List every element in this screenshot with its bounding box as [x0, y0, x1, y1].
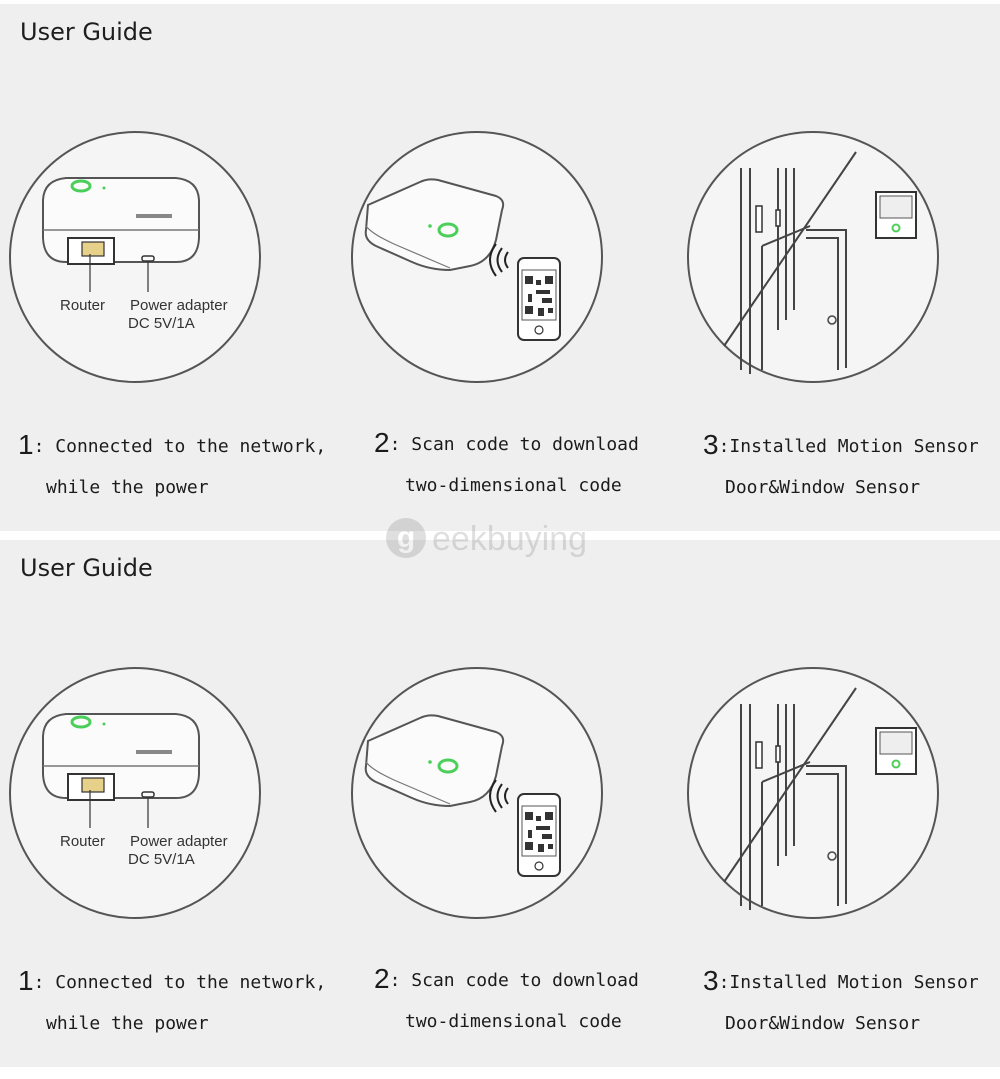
step-text-line2: while the power — [46, 1013, 209, 1034]
power-adapter-label: Power adapter — [130, 833, 228, 850]
guide-title: User Guide — [20, 18, 153, 46]
step-text-line2: two-dimensional code — [405, 475, 622, 496]
power-spec-label: DC 5V/1A — [128, 851, 195, 868]
step-number: 2 — [374, 427, 390, 458]
ethernet-port-icon — [67, 237, 115, 292]
step-3: 3:Installed Motion Sensor Door&Window Se… — [703, 424, 979, 508]
scan-illustration — [350, 666, 604, 920]
power-spec-label: DC 5V/1A — [128, 315, 195, 332]
install-illustration — [686, 666, 940, 920]
step-text-line1: Installed Motion Sensor — [729, 972, 979, 993]
wifi-signal-icon — [489, 779, 509, 813]
connect-illustration: Router Power adapter DC 5V/1A — [8, 130, 262, 384]
step-text-line1: Scan code to download — [411, 434, 639, 455]
connect-illustration: Router Power adapter DC 5V/1A — [8, 666, 262, 920]
router-label: Router — [60, 297, 105, 314]
step-text-line1: Scan code to download — [411, 970, 639, 991]
step-text-line2: two-dimensional code — [405, 1011, 622, 1032]
step-text-line2: while the power — [46, 477, 209, 498]
motion-sensor-icon — [875, 727, 917, 775]
gateway-hub-icon: Router Power adapter DC 5V/1A — [9, 131, 261, 383]
step-separator: : — [718, 972, 730, 993]
door-icon — [687, 131, 939, 383]
gateway-hub-icon: Router Power adapter DC 5V/1A — [9, 667, 261, 919]
step-separator: : — [389, 434, 401, 455]
step-separator: : — [33, 436, 45, 457]
power-port-icon — [141, 255, 155, 292]
step-1: 1: Connected to the network, while the p… — [18, 960, 326, 1044]
step-number: 2 — [374, 963, 390, 994]
step-number: 1 — [18, 429, 34, 460]
step-3: 3:Installed Motion Sensor Door&Window Se… — [703, 960, 979, 1044]
smartphone-qr-icon — [351, 131, 603, 383]
step-separator: : — [389, 970, 401, 991]
step-2: 2: Scan code to download two-dimensional… — [374, 958, 639, 1042]
power-adapter-label: Power adapter — [130, 297, 228, 314]
guide-title: User Guide — [20, 554, 153, 582]
user-guide-section-2: User Guide Router Power adapter DC 5V/1A — [0, 540, 1000, 1067]
step-number: 3 — [703, 965, 719, 996]
smartphone-qr-icon — [351, 667, 603, 919]
step-separator: : — [718, 436, 730, 457]
step-text-line2: Door&Window Sensor — [725, 477, 921, 498]
door-window-sensor-icon — [755, 205, 781, 233]
step-separator: : — [33, 972, 45, 993]
user-guide-section-1: User Guide Router Power adapter DC 5V/1A — [0, 4, 1000, 531]
step-number: 3 — [703, 429, 719, 460]
install-illustration — [686, 130, 940, 384]
scan-illustration — [350, 130, 604, 384]
power-port-icon — [141, 791, 155, 828]
router-label: Router — [60, 833, 105, 850]
step-number: 1 — [18, 965, 34, 996]
motion-sensor-icon — [875, 191, 917, 239]
step-2: 2: Scan code to download two-dimensional… — [374, 422, 639, 506]
door-icon — [687, 667, 939, 919]
wifi-signal-icon — [489, 243, 509, 277]
step-text-line1: Installed Motion Sensor — [729, 436, 979, 457]
ethernet-port-icon — [67, 773, 115, 828]
step-text-line1: Connected to the network, — [55, 436, 327, 457]
step-text-line2: Door&Window Sensor — [725, 1013, 921, 1034]
step-1: 1: Connected to the network, while the p… — [18, 424, 326, 508]
step-text-line1: Connected to the network, — [55, 972, 327, 993]
door-window-sensor-icon — [755, 741, 781, 769]
